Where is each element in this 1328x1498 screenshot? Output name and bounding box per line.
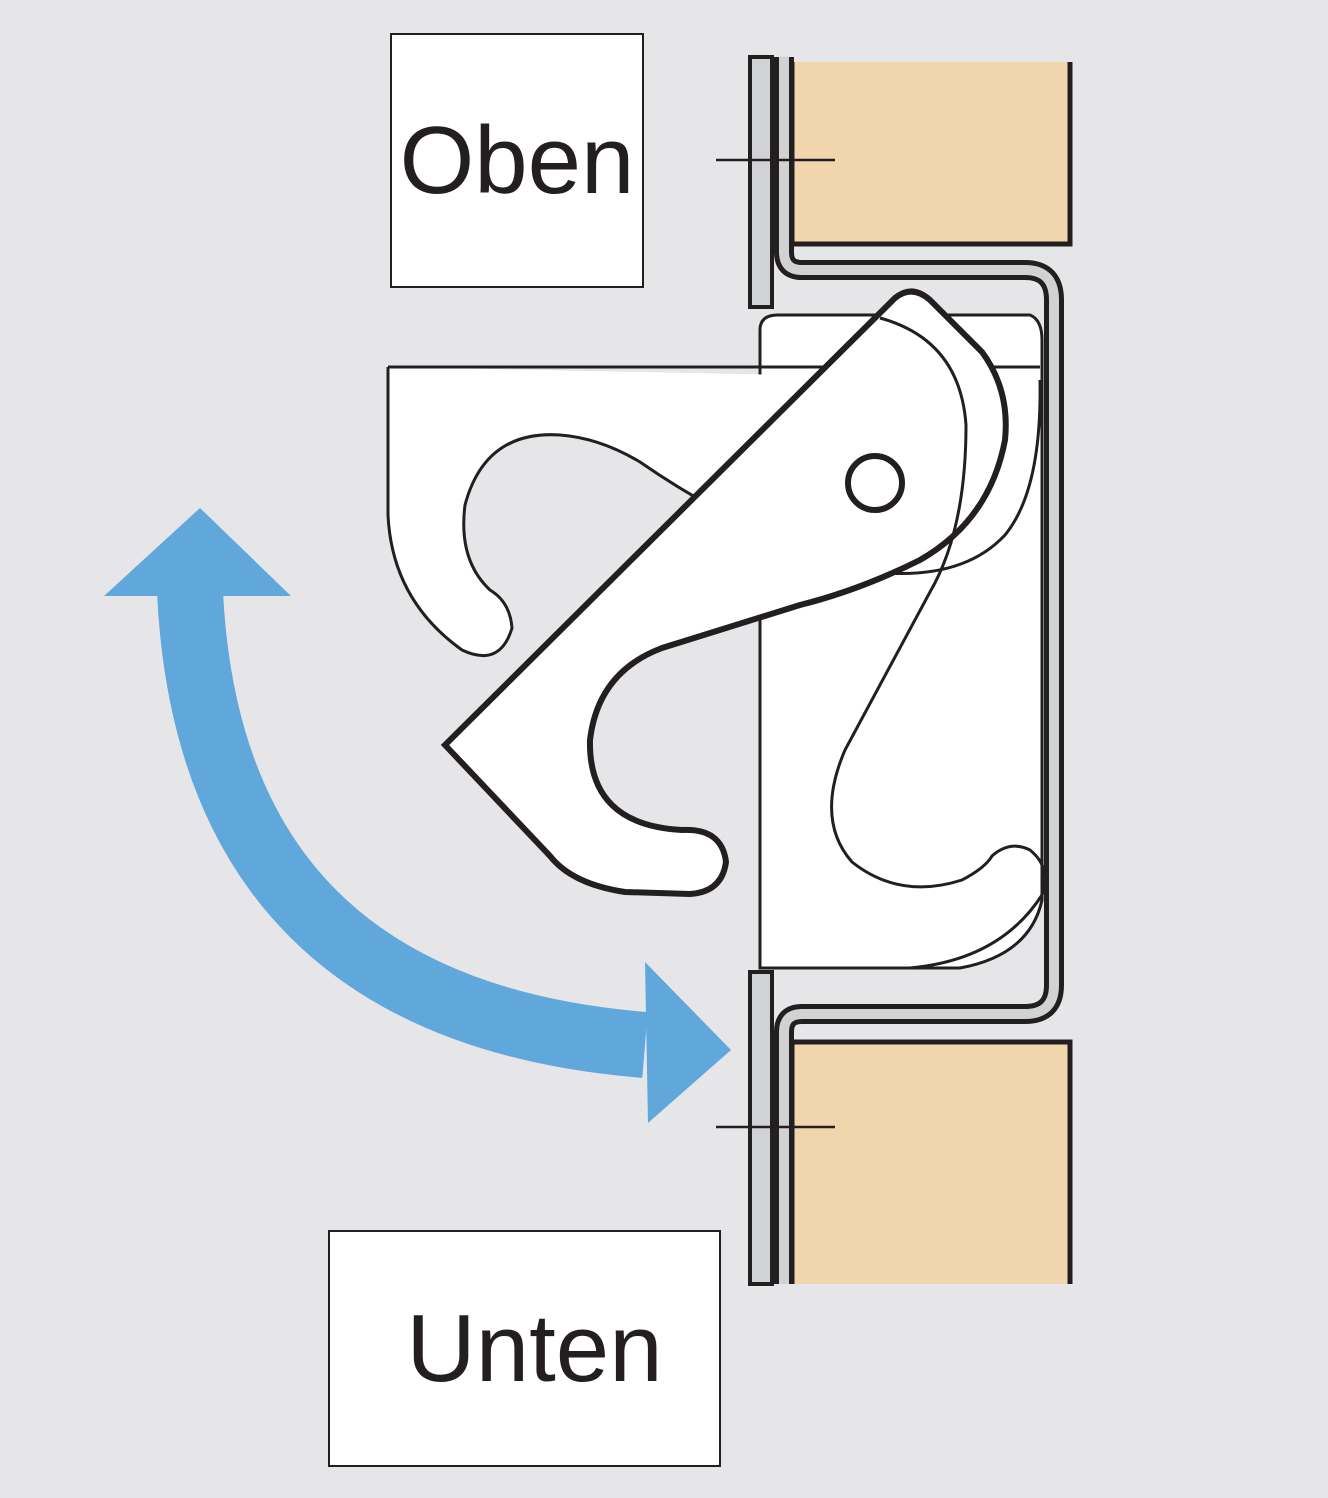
wall-bottom bbox=[789, 1039, 1073, 1284]
wall-top bbox=[789, 62, 1073, 247]
double-curved-arrow-icon bbox=[104, 508, 731, 1123]
pivot-hole bbox=[845, 453, 905, 513]
plate-top bbox=[748, 55, 774, 309]
latch bbox=[440, 288, 1009, 898]
hook-closed-position bbox=[830, 316, 1047, 970]
channel-bracket bbox=[774, 57, 1064, 1284]
label-bottom: Unten bbox=[328, 1230, 721, 1467]
label-top: Oben bbox=[390, 33, 644, 288]
